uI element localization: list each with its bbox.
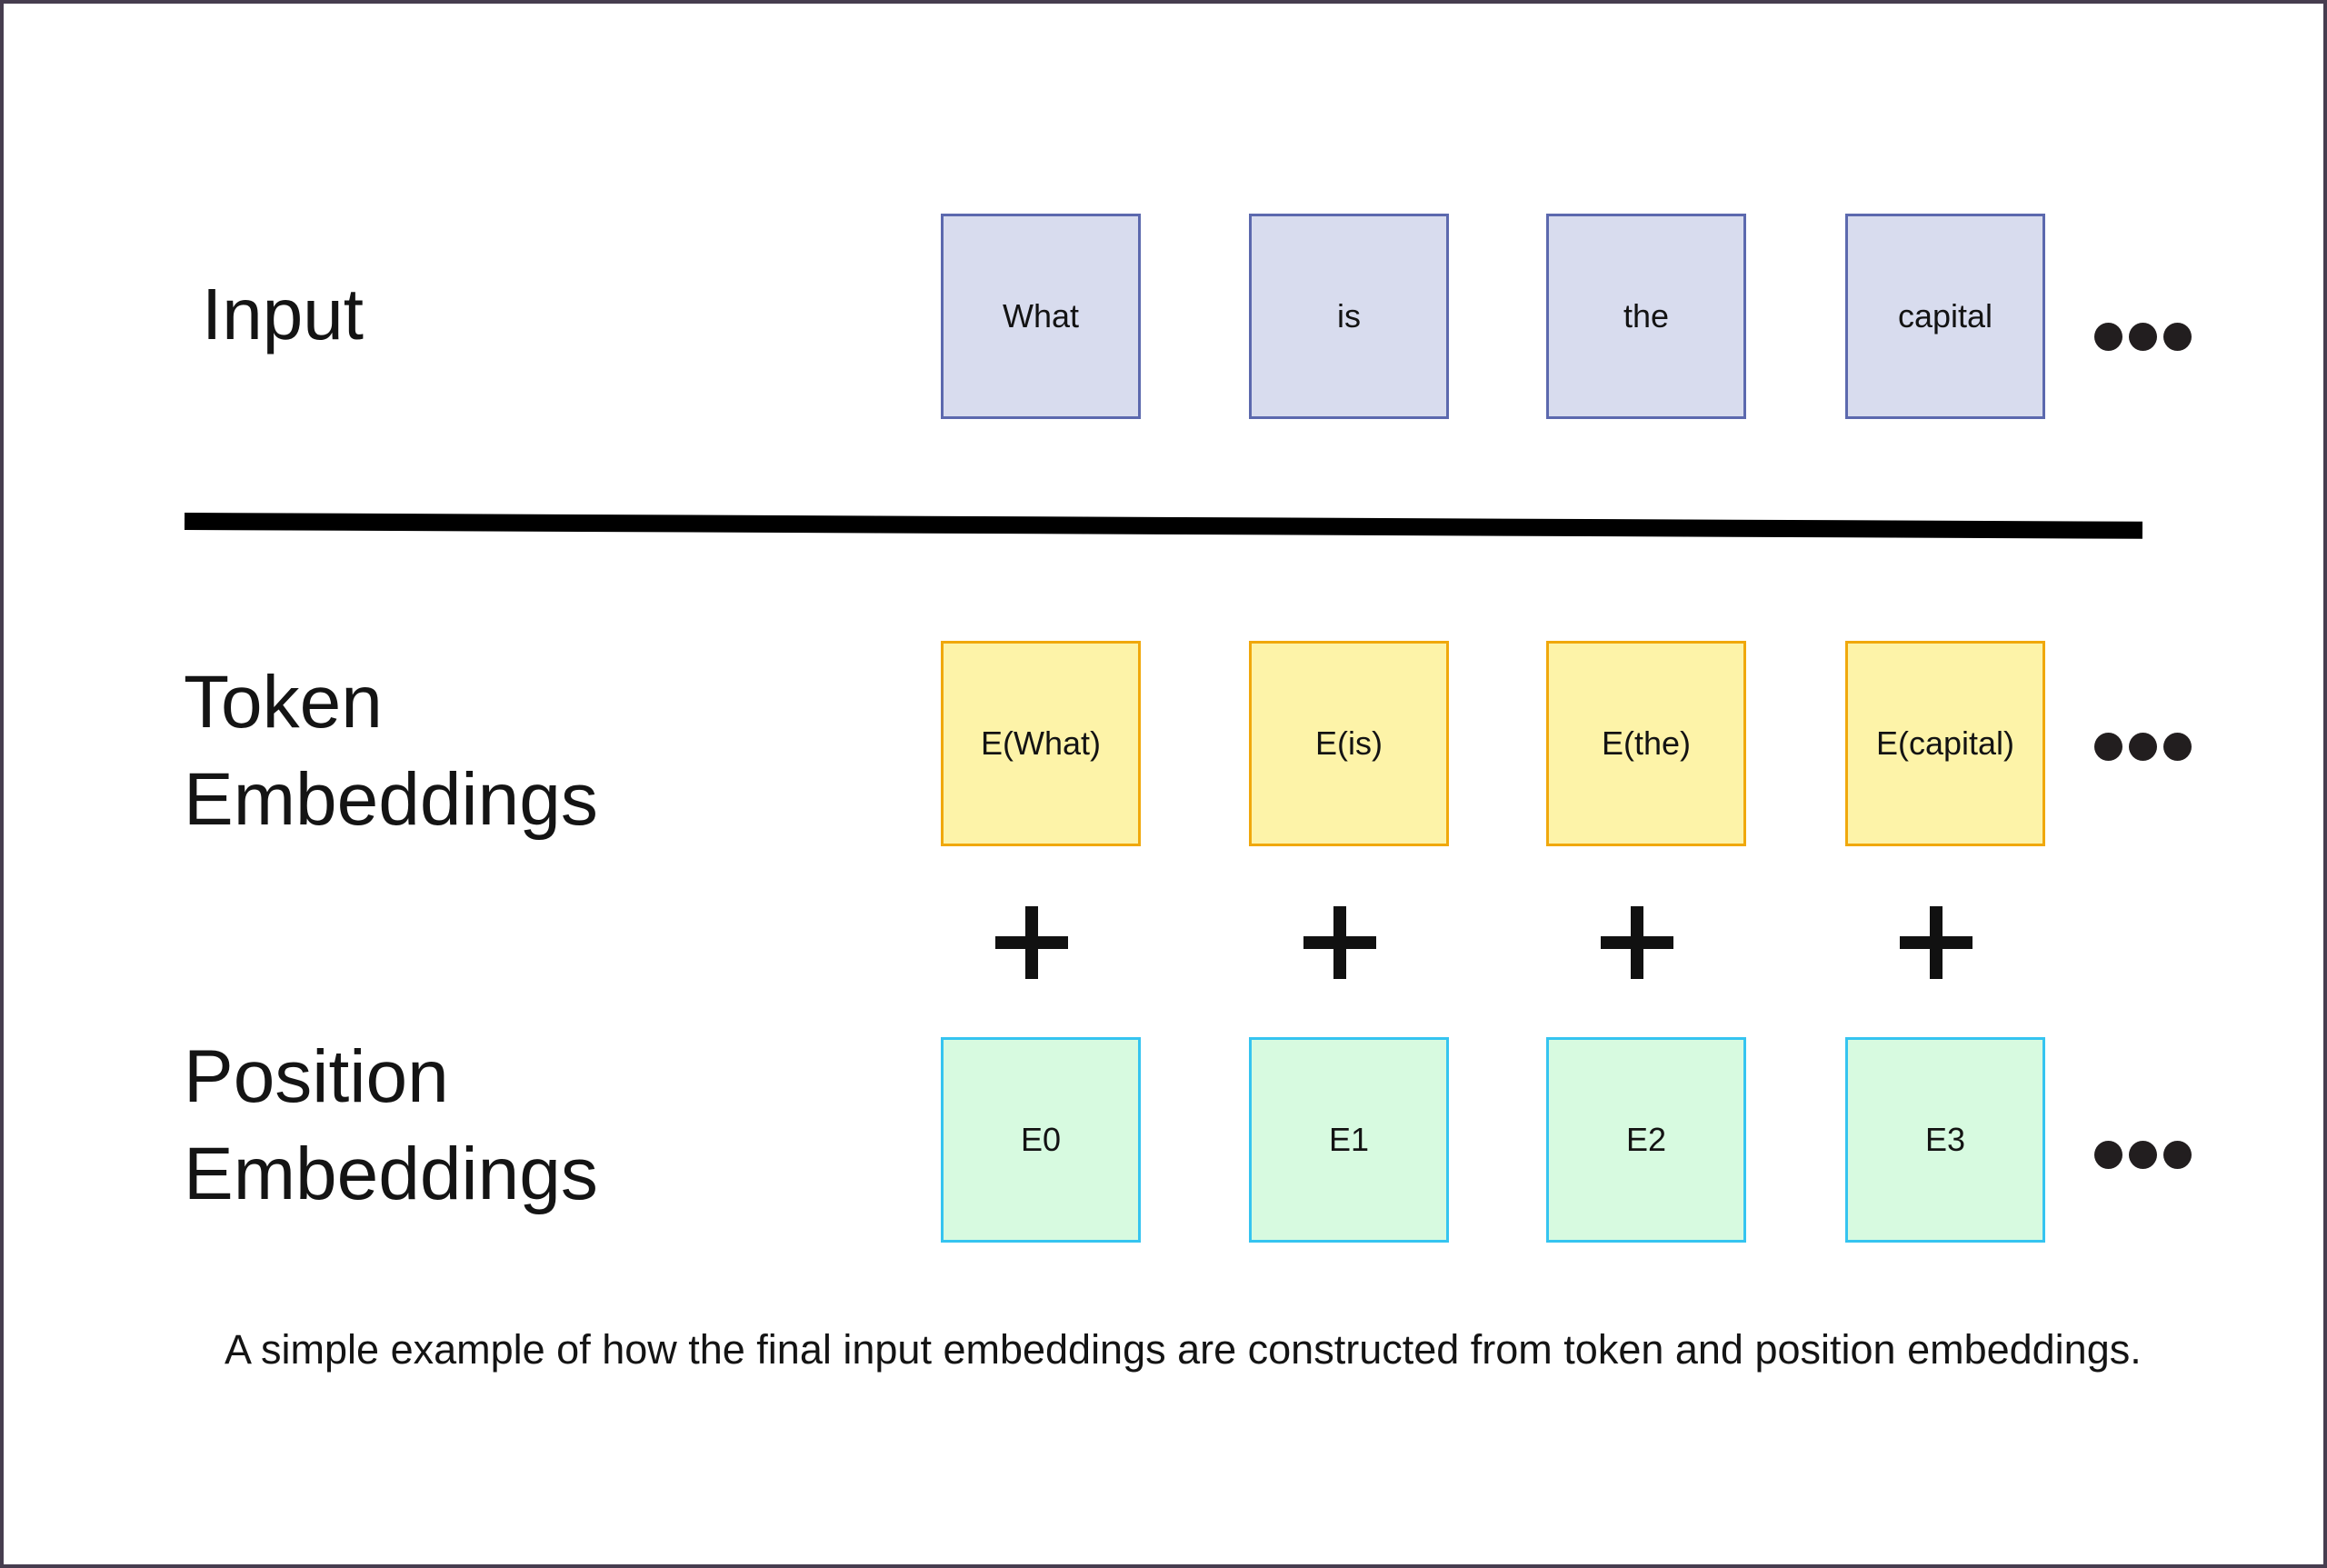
plus-operator-icon [995,906,1068,979]
input-token-text: is [1337,297,1361,335]
input-token-box: capital [1845,214,2045,419]
token-embeddings-label: Token Embeddings [184,654,598,848]
token-embedding-text: E(capital) [1875,724,2015,762]
token-embedding-text: E(What) [980,724,1101,762]
input-token-box: is [1249,214,1449,419]
input-token-box: the [1546,214,1746,419]
position-embedding-text: E2 [1625,1121,1667,1158]
ellipsis-icon [2094,733,2192,761]
token-embeddings-label-line2: Embeddings [184,758,598,841]
plus-operator-icon [1900,906,1972,979]
plus-operator-icon [1303,906,1376,979]
position-embeddings-label-line2: Embeddings [184,1133,598,1215]
position-embedding-box: E2 [1546,1037,1746,1243]
input-row-label: Input [202,274,364,355]
position-embeddings-label: Position Embeddings [184,1028,598,1223]
dot-icon [2094,733,2122,761]
dot-icon [2129,733,2157,761]
position-embeddings-label-line1: Position [184,1035,449,1118]
token-embedding-text: E(is) [1315,724,1383,762]
separator-line [184,513,2143,539]
token-embedding-box: E(is) [1249,641,1449,846]
position-embedding-text: E1 [1328,1121,1370,1158]
dot-icon [2129,1141,2157,1169]
position-embedding-box: E0 [941,1037,1141,1243]
dot-icon [2163,1141,2192,1169]
input-token-text: the [1623,297,1670,335]
token-embeddings-label-line1: Token [184,661,383,744]
dot-icon [2129,323,2157,351]
ellipsis-icon [2094,1141,2192,1169]
plus-operator-icon [1601,906,1673,979]
position-embedding-text: E3 [1924,1121,1966,1158]
token-embedding-box: E(capital) [1845,641,2045,846]
token-embedding-box: E(the) [1546,641,1746,846]
dot-icon [2163,323,2192,351]
caption: A simple example of how the final input … [225,1326,2142,1373]
input-token-text: What [1002,297,1080,335]
position-embedding-text: E0 [1020,1121,1062,1158]
ellipsis-icon [2094,323,2192,351]
dot-icon [2094,1141,2122,1169]
token-embedding-text: E(the) [1601,724,1692,762]
dot-icon [2094,323,2122,351]
dot-icon [2163,733,2192,761]
token-embedding-box: E(What) [941,641,1141,846]
position-embedding-box: E3 [1845,1037,2045,1243]
position-embedding-box: E1 [1249,1037,1449,1243]
input-token-text: capital [1897,297,1993,335]
input-token-box: What [941,214,1141,419]
